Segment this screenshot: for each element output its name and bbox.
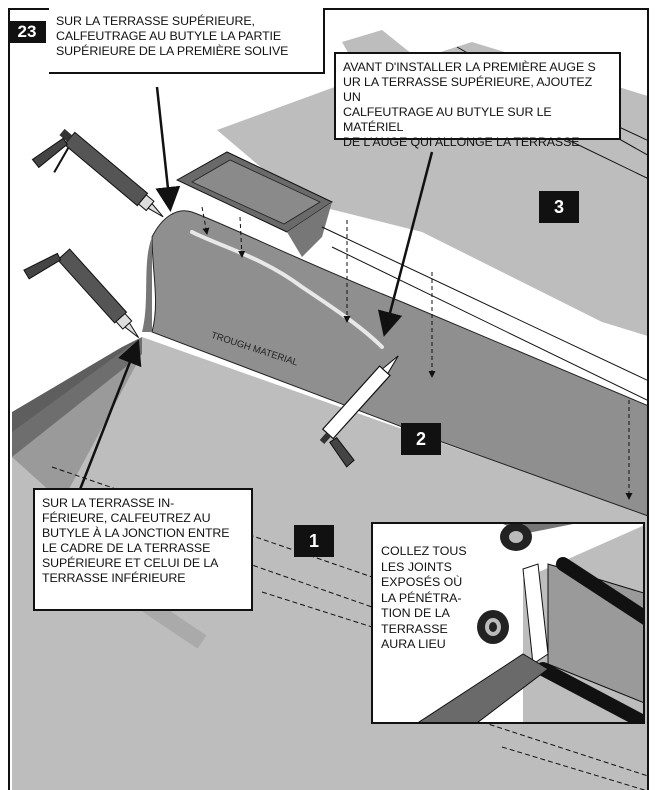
assembly-illustration	[12, 30, 647, 790]
tape-inset: COLLEZ TOUS LES JOINTS EXPOSÉS OÙ LA PÉN…	[371, 522, 645, 724]
callout-lower-junction: SUR LA TERRASSE IN- FÉRIEURE, CALFEUTREZ…	[33, 488, 253, 611]
badge-trough: 2	[401, 423, 441, 455]
tape-inset-illustration	[418, 524, 643, 722]
badge-upper-deck: 3	[539, 191, 579, 223]
inset-caption: COLLEZ TOUS LES JOINTS EXPOSÉS OÙ LA PÉN…	[381, 544, 467, 651]
badge-lower-deck: 1	[294, 525, 334, 557]
trough-material	[151, 210, 647, 517]
tape-roll-icon-top	[500, 524, 532, 551]
caulk-gun-lower	[23, 248, 140, 339]
callout-upper-joist: SUR LA TERRASSE SUPÉRIEURE, CALFEUTRAGE …	[49, 8, 325, 74]
caulk-gun-trough	[319, 355, 399, 468]
caulk-gun-upper	[31, 128, 164, 218]
tape-roll-icon	[477, 610, 509, 644]
callout-trough-caulk: AVANT D'INSTALLER LA PREMIÈRE AUGE S UR …	[334, 52, 621, 149]
step-number: 23	[8, 21, 46, 43]
caulk-bead-trough	[190, 230, 384, 349]
